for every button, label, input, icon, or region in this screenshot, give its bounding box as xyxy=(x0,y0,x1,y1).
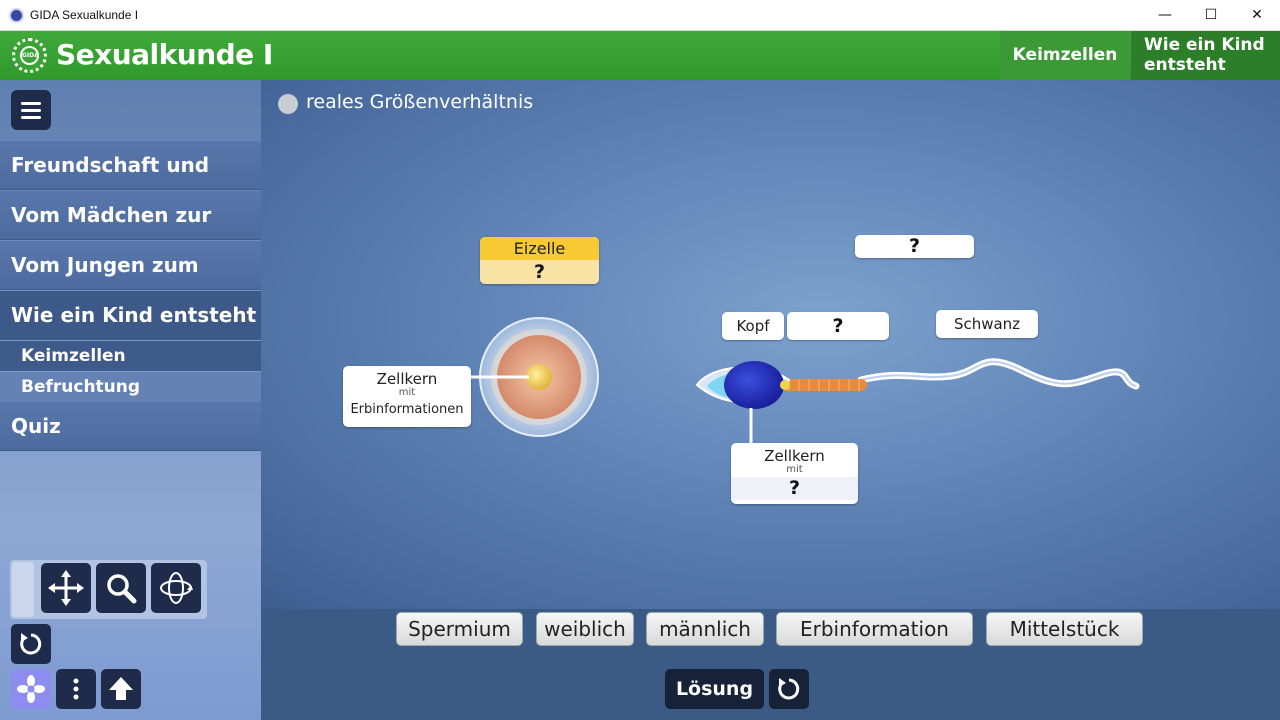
flower-icon xyxy=(17,675,45,703)
stage-3d[interactable]: reales Größenverhältnis xyxy=(261,80,1280,609)
rotate-tool-button[interactable] xyxy=(151,563,201,613)
flower-button[interactable] xyxy=(11,669,51,709)
scroll-up-button[interactable] xyxy=(101,669,141,709)
sidebar-item-quiz[interactable]: Quiz xyxy=(0,402,261,451)
magnifier-icon xyxy=(107,574,137,604)
app-header: GIDA Sexualkunde I Keimzellen Wie ein Ki… xyxy=(0,31,1280,80)
window-titlebar: GIDA Sexualkunde I — ☐ ✕ xyxy=(0,0,1280,31)
reset-icon xyxy=(20,633,42,655)
answer-chip-mittelstueck[interactable]: Mittelstück xyxy=(986,612,1143,646)
sidebar-item-jungen[interactable]: Vom Jungen zum Mann xyxy=(0,241,261,326)
answer-chip-erbinformation[interactable]: Erbinformation xyxy=(776,612,973,646)
answer-chip-maennlich[interactable]: männlich xyxy=(646,612,764,646)
rotate-3d-icon xyxy=(160,572,193,604)
answer-chip-weiblich[interactable]: weiblich xyxy=(536,612,634,646)
header-tab-keimzellen[interactable]: Keimzellen xyxy=(1000,31,1130,80)
egg-answer-slot[interactable]: ? xyxy=(480,260,599,284)
app-title: Sexualkunde I xyxy=(56,38,273,71)
move-tool-button[interactable] xyxy=(41,563,91,613)
minimize-button[interactable]: — xyxy=(1158,7,1172,23)
cell-illustrations xyxy=(467,317,1140,444)
window-title: GIDA Sexualkunde I xyxy=(30,8,139,22)
egg-title: Eizelle xyxy=(480,237,599,260)
size-ratio-toggle[interactable] xyxy=(278,94,298,114)
sperm-head-label: Kopf xyxy=(722,312,784,340)
egg-title-label[interactable]: Eizelle ? xyxy=(480,237,599,284)
sidebar-subitem-befruchtung[interactable]: Befruchtung xyxy=(0,372,261,402)
hamburger-line xyxy=(21,116,41,119)
size-ratio-label: reales Größenverhältnis xyxy=(306,91,534,113)
sidebar: Freundschaft und Liebe Vom Mädchen zur F… xyxy=(0,80,261,720)
egg-nucleus-title: Zellkern xyxy=(376,370,438,388)
egg-nucleus-label: Zellkern mit Erbinformationen xyxy=(343,366,471,427)
answer-bar: Spermium weiblich männlich Erbinformatio… xyxy=(261,609,1280,649)
sidebar-item-freundschaft[interactable]: Freundschaft und Liebe xyxy=(0,141,261,226)
gida-logo: GIDA xyxy=(12,38,47,73)
sperm-cell[interactable] xyxy=(695,358,1140,409)
sperm-nucleus-title: Zellkern xyxy=(764,447,825,465)
app-icon xyxy=(9,8,24,23)
egg-cell[interactable] xyxy=(479,317,599,437)
more-vertical-icon xyxy=(73,678,79,700)
close-button[interactable]: ✕ xyxy=(1251,7,1263,23)
solution-button[interactable]: Lösung xyxy=(665,669,764,709)
egg-nucleus-mit: mit xyxy=(398,387,416,398)
sidebar-item-kind[interactable]: Wie ein Kind entsteht xyxy=(0,291,261,340)
sperm-nucleus-mit: mit xyxy=(786,464,803,475)
logo-text: GIDA xyxy=(20,46,39,65)
bottom-bar: Lösung xyxy=(261,649,1280,720)
move-icon xyxy=(48,570,84,606)
more-options-button[interactable] xyxy=(56,669,96,709)
egg-nucleus-info: Erbinformationen xyxy=(350,402,464,417)
hamburger-line xyxy=(21,109,41,112)
answer-chip-spermium[interactable]: Spermium xyxy=(396,612,523,646)
arrow-up-icon xyxy=(109,677,133,700)
sperm-answer-slot-top[interactable]: ? xyxy=(855,235,974,258)
sidebar-subitem-keimzellen[interactable]: Keimzellen xyxy=(0,341,261,371)
maximize-button[interactable]: ☐ xyxy=(1204,7,1218,23)
hamburger-menu-button[interactable] xyxy=(11,90,51,130)
reset-quiz-button[interactable] xyxy=(769,669,809,709)
sperm-tail-label: Schwanz xyxy=(936,310,1038,338)
reset-view-button[interactable] xyxy=(11,624,51,664)
zoom-tool-button[interactable] xyxy=(96,563,146,613)
reset-icon xyxy=(778,678,800,700)
sperm-head-answer-slot[interactable]: ? xyxy=(787,312,889,340)
header-tab-chapter[interactable]: Wie ein Kind entsteht xyxy=(1131,31,1280,80)
sperm-nucleus-answer-slot[interactable]: ? xyxy=(731,477,858,500)
hamburger-line xyxy=(21,102,41,105)
tray-handle[interactable] xyxy=(12,562,34,617)
sidebar-item-maedchen[interactable]: Vom Mädchen zur Frau xyxy=(0,191,261,276)
sperm-nucleus-label: Zellkern mit ? xyxy=(731,443,858,504)
